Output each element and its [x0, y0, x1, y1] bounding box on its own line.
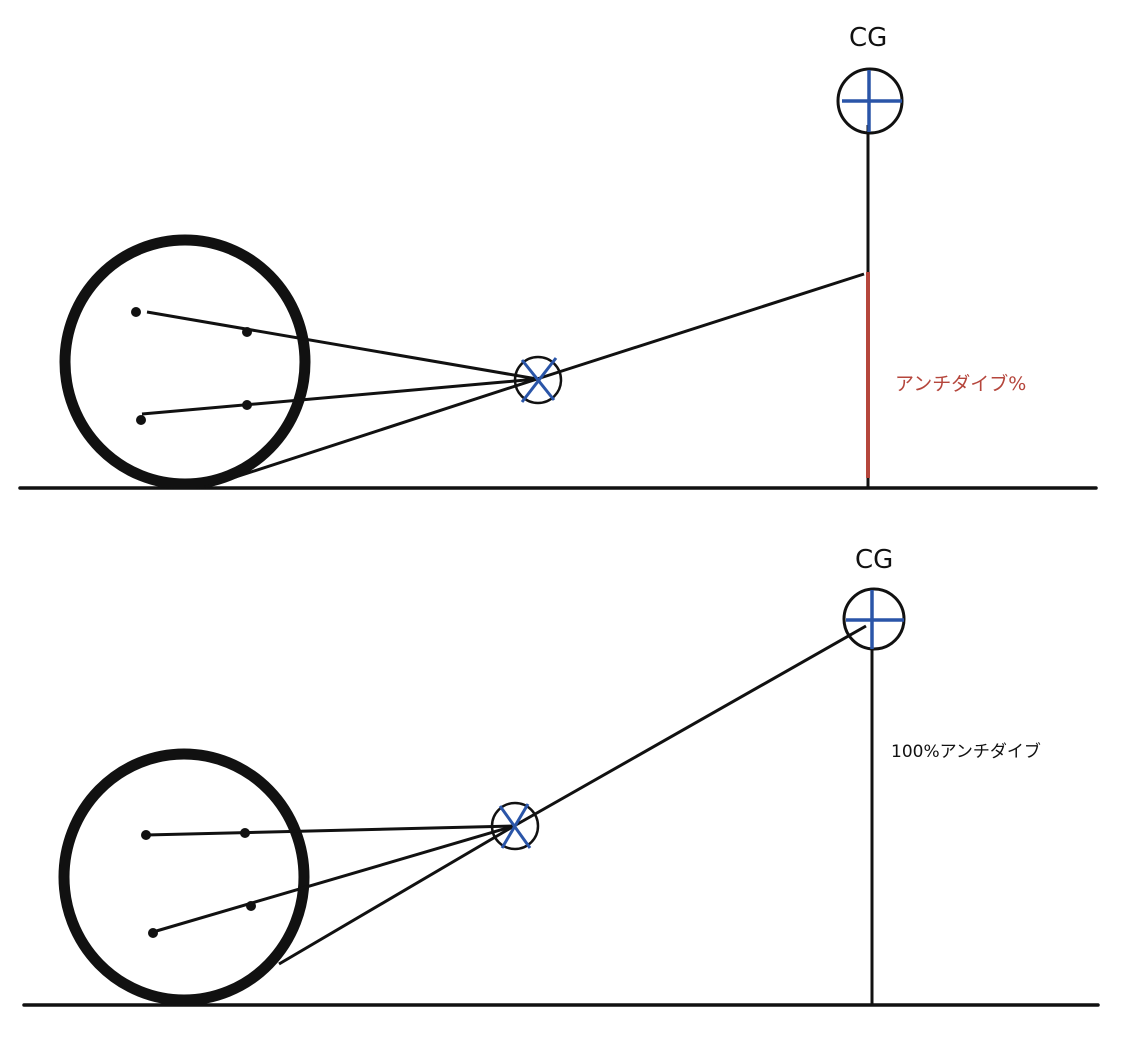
contact-to-ic-line-top: [204, 377, 538, 489]
pivot-dot-upper-inner-bottom: [240, 828, 250, 838]
lower-link-top: [141, 377, 538, 416]
panel-bottom: CG 100%アンチダイブ: [22, 545, 1100, 1007]
pivot-dot-lower-outer-bottom: [148, 928, 158, 938]
panel-top: CG アンチダイブ%: [18, 23, 1098, 490]
ic-to-height-line-top: [536, 272, 865, 381]
contact-to-ic-line-bottom: [278, 824, 515, 966]
pivot-dot-lower-inner-bottom: [246, 901, 256, 911]
cg-label-bottom: CG: [855, 545, 893, 575]
instant-center-marker-bottom: [490, 801, 540, 851]
upper-link-bottom: [145, 824, 515, 837]
wheel-top: [59, 234, 311, 490]
lower-link-bottom: [152, 824, 515, 934]
wheel-bottom: [58, 748, 310, 1006]
pivot-dot-upper-inner-top: [242, 327, 252, 337]
cg-symbol-bottom: [842, 587, 906, 651]
cg-symbol-top: [836, 67, 904, 135]
pivot-dot-upper-outer-bottom: [141, 830, 151, 840]
upper-link-top: [146, 310, 538, 381]
cg-label-top: CG: [849, 23, 887, 53]
ic-to-cg-line-bottom: [513, 624, 867, 828]
anti-dive-percent-label: アンチダイブ%: [895, 372, 1026, 395]
instant-center-marker-top: [513, 355, 563, 405]
pivot-dot-upper-outer-top: [131, 307, 141, 317]
pivot-dot-lower-outer-top: [136, 415, 146, 425]
pivot-dot-lower-inner-top: [242, 400, 252, 410]
full-anti-dive-label: 100%アンチダイブ: [891, 741, 1041, 762]
